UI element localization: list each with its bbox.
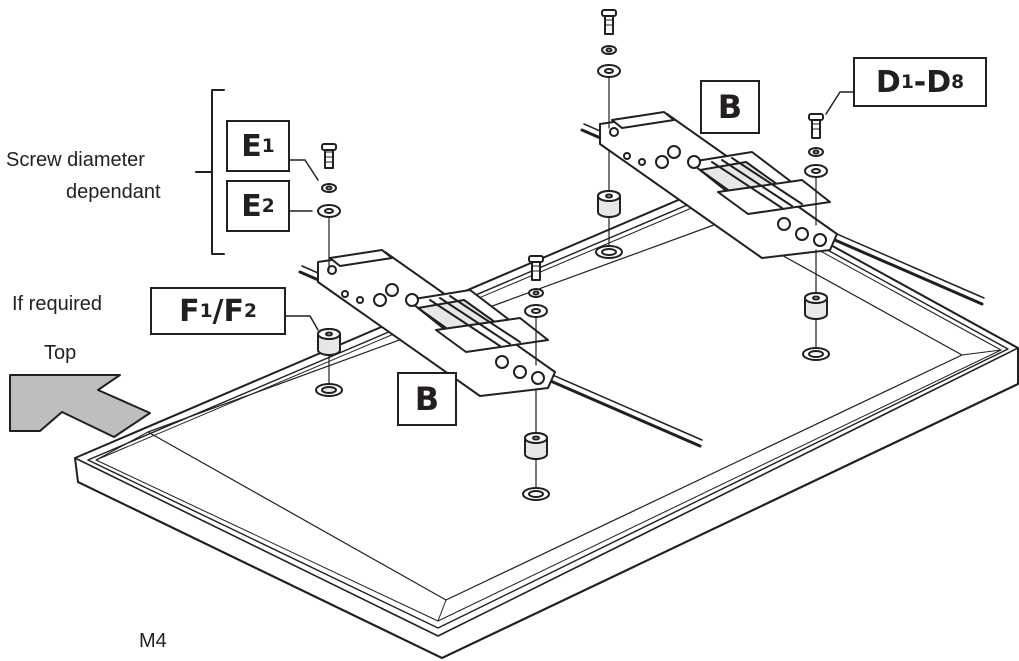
bracket-right <box>599 111 838 259</box>
screw-diameter-label-line1: Screw diameter <box>6 149 145 171</box>
screw-diameter-bracket <box>195 89 225 255</box>
top-label: Top <box>44 342 77 364</box>
screw-stack-d <box>802 113 830 361</box>
screw-stack-right-top <box>595 9 623 259</box>
screw-diameter-label-line2: dependant <box>66 181 161 203</box>
spacer-f <box>315 328 343 397</box>
part-label-b-bottom: B <box>397 372 457 426</box>
m4-label: M4 <box>139 630 167 652</box>
part-label-b-top: B <box>700 80 760 134</box>
leader-lines <box>285 91 859 331</box>
screw-stack-e <box>317 143 341 271</box>
if-required-label: If required <box>12 293 103 315</box>
top-direction-arrow <box>9 374 151 438</box>
screw-stack-left-end <box>522 255 550 501</box>
bracket-left <box>317 249 556 397</box>
